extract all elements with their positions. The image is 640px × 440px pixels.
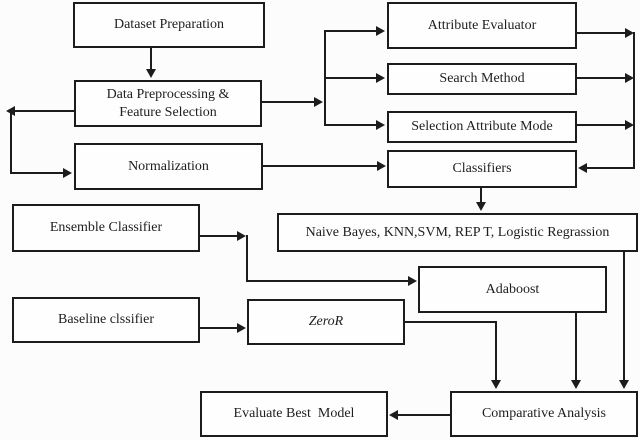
node-attribute-evaluator: Attribute Evaluator (387, 2, 577, 49)
arrowhead-right-icon (376, 26, 385, 36)
arrowhead-down-icon (619, 380, 629, 389)
connector-preprocessing-to-bus (262, 101, 316, 103)
connector-preprocessing-left (10, 110, 74, 112)
connector-normalization-to-classifiers (263, 165, 377, 167)
node-baseline-classifier: Baseline clssifier (12, 297, 200, 343)
arrowhead-right-icon (376, 120, 385, 130)
connector-ensemble-out (200, 235, 237, 237)
node-classifiers: Classifiers (387, 150, 577, 188)
node-dataset-preparation: Dataset Preparation (73, 2, 265, 48)
node-adaboost: Adaboost (418, 266, 607, 313)
arrowhead-right-icon (625, 120, 634, 130)
connector-zeror-out (405, 321, 497, 323)
arrowhead-right-icon (377, 161, 386, 171)
connector-list-down (623, 252, 625, 381)
connector-to-adaboost (246, 280, 409, 282)
connector-comparative-to-evaluate (397, 414, 450, 416)
connector-bus-to-attribute-evaluator (324, 30, 376, 32)
connector-search-method-to-bus (577, 77, 626, 79)
arrowhead-down-icon (476, 202, 486, 211)
connector-classifiers-to-list (480, 188, 482, 204)
arrowhead-left-icon (389, 410, 398, 420)
arrowhead-down-icon (146, 69, 156, 78)
connector-fanin-bus (633, 32, 635, 169)
connector-zeror-down (495, 321, 497, 381)
node-ensemble-classifier: Ensemble Classifier (12, 204, 200, 252)
arrowhead-right-icon (63, 168, 72, 178)
arrowhead-right-icon (376, 73, 385, 83)
arrowhead-right-icon (314, 97, 323, 107)
arrowhead-right-icon (625, 73, 634, 83)
connector-ensemble-elbow (246, 235, 248, 282)
connector-selection-attribute-mode-to-bus (577, 124, 626, 126)
node-normalization: Normalization (74, 143, 263, 190)
connector-loop-to-normalization (10, 172, 66, 174)
connector-adaboost-down (575, 313, 577, 381)
connector-dataset-to-preprocessing (150, 48, 152, 72)
node-comparative-analysis: Comparative Analysis (450, 391, 638, 437)
connector-attribute-evaluator-to-bus (577, 32, 626, 34)
connector-left-loop-vertical (10, 110, 12, 174)
node-selection-attribute-mode: Selection Attribute Mode (387, 111, 577, 143)
arrowhead-down-icon (491, 380, 501, 389)
arrowhead-left-icon (578, 163, 587, 173)
arrowhead-right-icon (408, 276, 417, 286)
connector-baseline-to-zeror (200, 327, 237, 329)
node-search-method: Search Method (387, 63, 577, 95)
connector-bus-to-classifiers (586, 167, 635, 169)
node-zeror: ZeroR (247, 299, 405, 345)
node-data-preprocessing-feature-selection: Data Preprocessing & Feature Selection (74, 80, 262, 127)
node-evaluate-best-model: Evaluate Best Model (200, 391, 388, 437)
node-classifier-list: Naive Bayes, KNN,SVM, REP T, Logistic Re… (277, 213, 638, 252)
arrowhead-right-icon (625, 28, 634, 38)
connector-bus-to-selection-attribute-mode (324, 124, 376, 126)
arrowhead-down-icon (571, 380, 581, 389)
arrowhead-right-icon (237, 231, 246, 241)
connector-bus-to-search-method (324, 77, 376, 79)
arrowhead-right-icon (237, 323, 246, 333)
